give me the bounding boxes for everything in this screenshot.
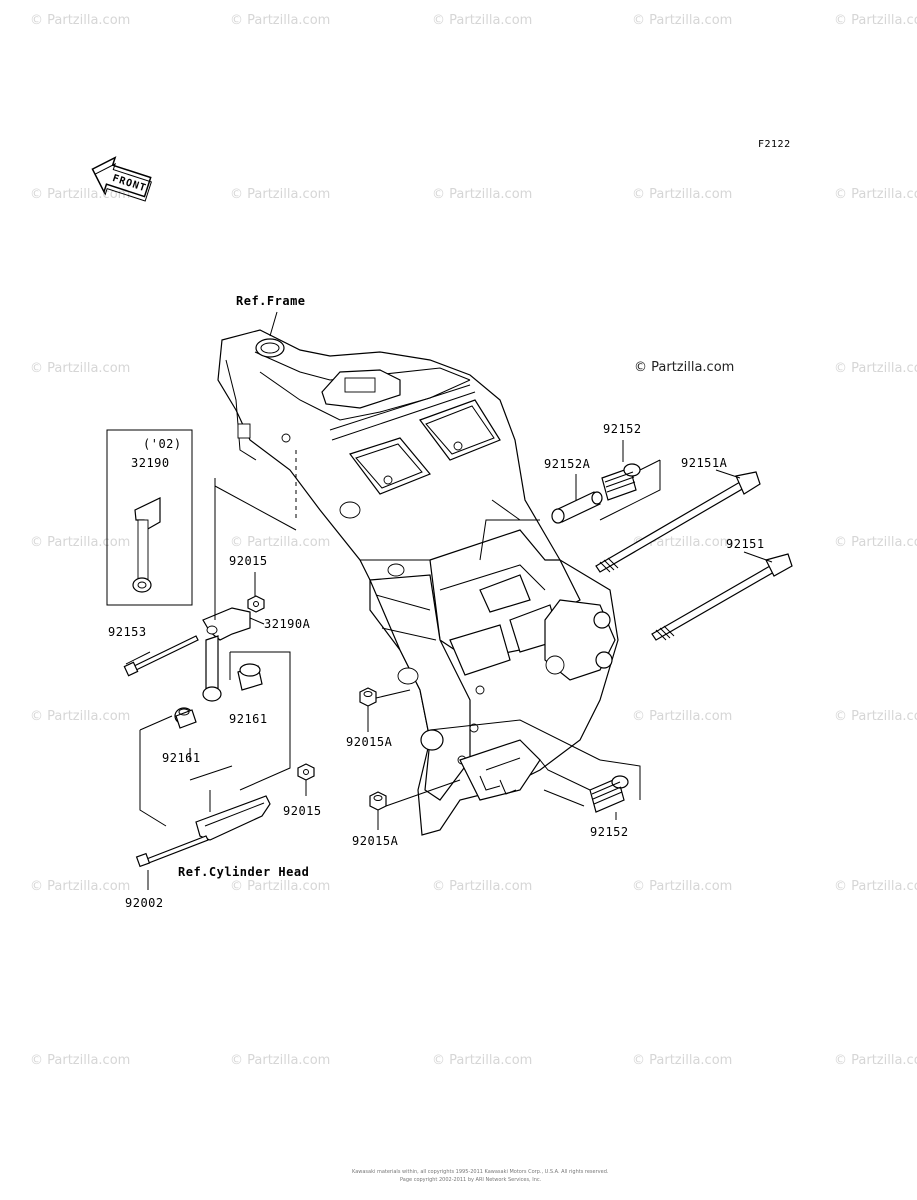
watermark: © Partzilla.com: [834, 1053, 917, 1068]
copyright: © Partzilla.com: [634, 360, 734, 375]
watermark: © Partzilla.com: [230, 535, 330, 550]
watermark: © Partzilla.com: [230, 13, 330, 28]
label-92015a-top: 92015A: [346, 735, 393, 749]
label-ref-cylinder-head: Ref.Cylinder Head: [178, 865, 309, 879]
front-arrow-icon: FRONT: [91, 156, 152, 202]
watermark: © Partzilla.com: [30, 187, 130, 202]
watermark: © Partzilla.com: [30, 361, 130, 376]
label-year-02: ('02): [143, 437, 182, 451]
part-labels: Ref.Frame ('02) 32190 92015 32190A 92153…: [108, 294, 765, 910]
watermark-layer: © Partzilla.com © Partzilla.com © Partzi…: [30, 13, 917, 1068]
watermark: © Partzilla.com: [632, 187, 732, 202]
watermark: © Partzilla.com: [30, 879, 130, 894]
label-92002: 92002: [125, 896, 164, 910]
label-92151: 92151: [726, 537, 765, 551]
watermark: © Partzilla.com: [30, 535, 130, 550]
watermark: © Partzilla.com: [432, 879, 532, 894]
watermark: © Partzilla.com: [834, 361, 917, 376]
watermark: © Partzilla.com: [834, 879, 917, 894]
label-92015-top: 92015: [229, 554, 268, 568]
watermark: © Partzilla.com: [632, 709, 732, 724]
watermark: © Partzilla.com: [30, 709, 130, 724]
label-92151a: 92151A: [681, 456, 728, 470]
inset-32190-box: [106, 429, 193, 606]
label-ref-frame: Ref.Frame: [236, 294, 306, 308]
watermark: © Partzilla.com: [834, 709, 917, 724]
footer-copyright: Kawasaki materials within, all copyright…: [352, 1169, 609, 1175]
label-92161-right: 92161: [229, 712, 268, 726]
label-92015a-low: 92015A: [352, 834, 399, 848]
label-92152a: 92152A: [544, 457, 591, 471]
watermark: © Partzilla.com: [432, 1053, 532, 1068]
watermark: © Partzilla.com: [30, 1053, 130, 1068]
watermark: © Partzilla.com: [632, 1053, 732, 1068]
watermark: © Partzilla.com: [30, 13, 130, 28]
leader-lines: [125, 311, 773, 890]
watermark: © Partzilla.com: [432, 187, 532, 202]
watermark: © Partzilla.com: [834, 13, 917, 28]
lower-plate-assembly: [135, 763, 315, 868]
right-side-parts: [551, 463, 793, 813]
watermark: © Partzilla.com: [834, 535, 917, 550]
label-92153: 92153: [108, 625, 147, 639]
footer-page-copyright: Page copyright 2002-2011 by ARI Network …: [400, 1177, 542, 1183]
watermark: © Partzilla.com: [230, 187, 330, 202]
label-32190a: 32190A: [264, 617, 311, 631]
watermark: © Partzilla.com: [432, 13, 532, 28]
bracket-32190a-assembly: [123, 595, 265, 729]
diagram-id: F2122: [758, 139, 791, 150]
nut-92015a-parts: [359, 687, 387, 811]
label-92015-low: 92015: [283, 804, 322, 818]
label-92152-low: 92152: [590, 825, 629, 839]
watermark: © Partzilla.com: [230, 879, 330, 894]
frame-illustration: [217, 329, 619, 836]
watermark: © Partzilla.com: [230, 1053, 330, 1068]
watermark: © Partzilla.com: [632, 879, 732, 894]
label-92161-left: 92161: [162, 751, 201, 765]
watermark: © Partzilla.com: [632, 13, 732, 28]
label-32190: 32190: [131, 456, 170, 470]
watermark: © Partzilla.com: [834, 187, 917, 202]
label-92152-top: 92152: [603, 422, 642, 436]
